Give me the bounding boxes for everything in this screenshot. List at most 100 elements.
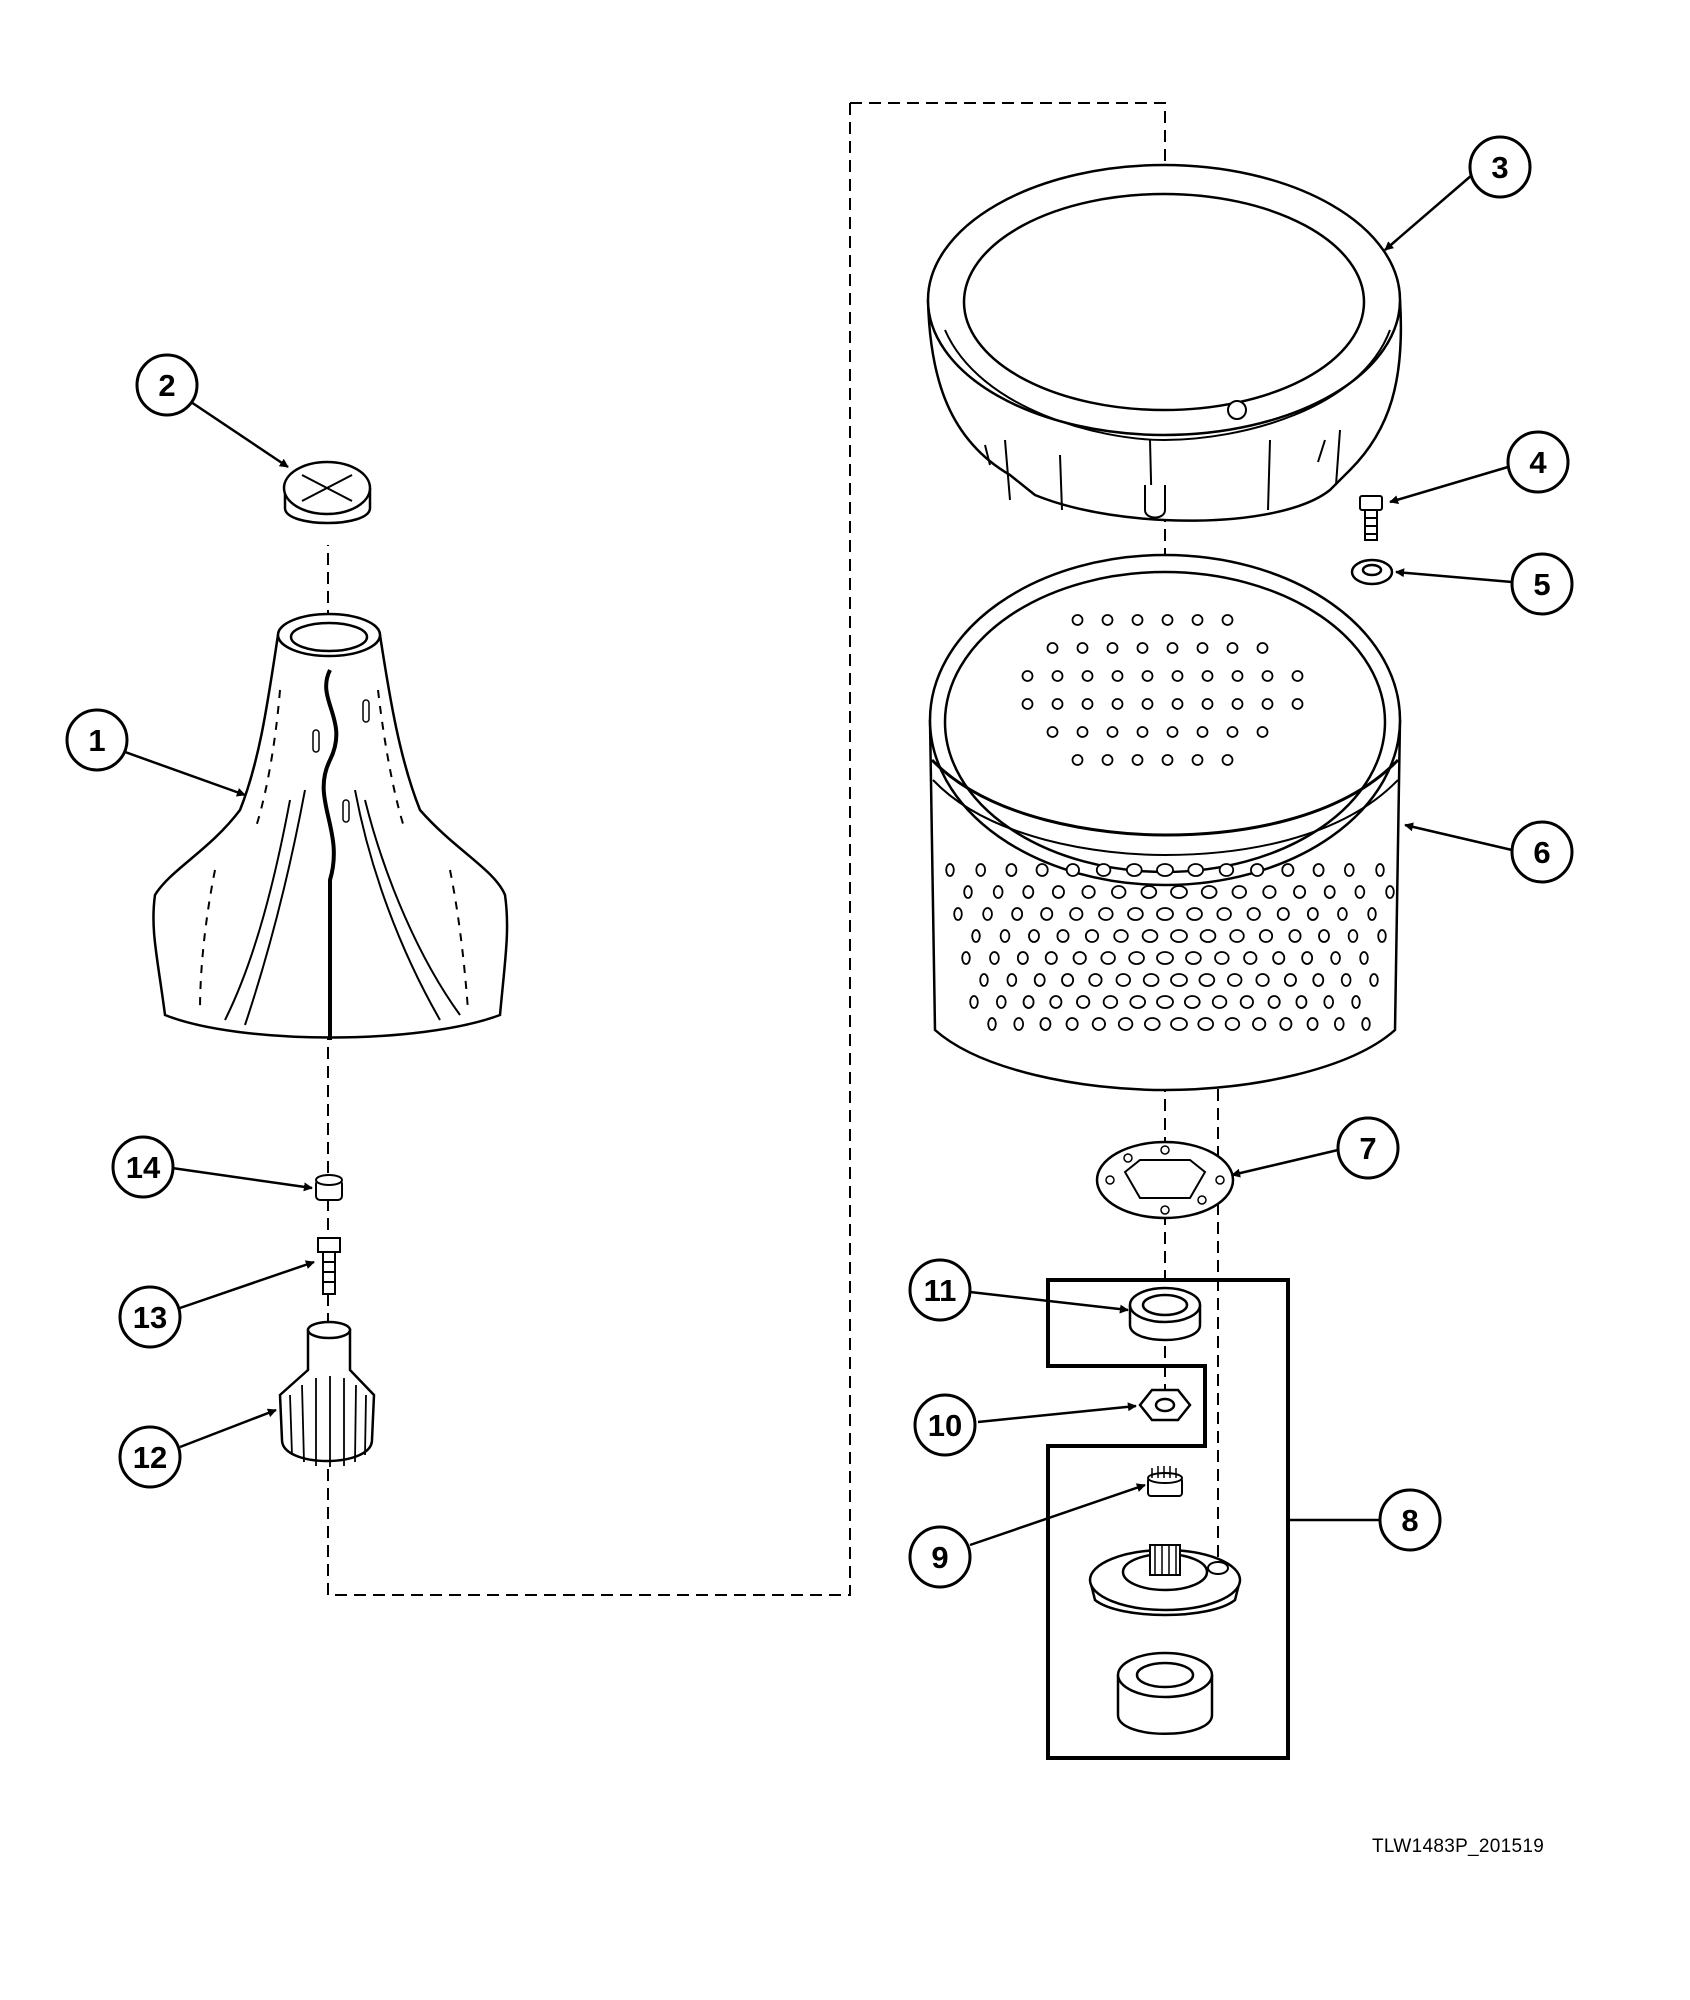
perforation-hole bbox=[1100, 951, 1116, 965]
perforation-hole bbox=[1021, 698, 1034, 710]
perforation-hole bbox=[1076, 726, 1089, 738]
perforation-hole bbox=[1256, 642, 1269, 654]
perforation-hole bbox=[1218, 863, 1235, 877]
perforation-hole bbox=[1065, 863, 1080, 877]
perforation-hole bbox=[1115, 973, 1131, 987]
perforation-hole bbox=[1046, 642, 1059, 654]
agitator-part bbox=[152, 612, 509, 1040]
perforation-hole bbox=[1081, 885, 1096, 899]
perforation-hole bbox=[1246, 907, 1261, 921]
perforation-hole bbox=[1161, 754, 1174, 766]
callout-13[interactable]: 13 bbox=[118, 1285, 182, 1349]
perforation-hole bbox=[945, 863, 955, 877]
callout-5[interactable]: 5 bbox=[1510, 552, 1574, 616]
perforation-hole bbox=[1156, 995, 1174, 1009]
callout-10[interactable]: 10 bbox=[913, 1393, 977, 1457]
callout-14[interactable]: 14 bbox=[111, 1135, 175, 1199]
kit-outline bbox=[1046, 1278, 1290, 1760]
perforation-hole bbox=[1200, 885, 1218, 899]
bolt-part-4 bbox=[1359, 495, 1383, 541]
callout-3[interactable]: 3 bbox=[1468, 135, 1532, 199]
seal-part bbox=[1128, 1286, 1202, 1342]
perforation-hole bbox=[1125, 863, 1143, 877]
hex-nut-part bbox=[1138, 1388, 1192, 1422]
callout-2[interactable]: 2 bbox=[135, 353, 199, 417]
perforation-hole bbox=[1291, 670, 1304, 682]
perforation-hole bbox=[1276, 907, 1290, 921]
gasket-part bbox=[1095, 1140, 1235, 1220]
perforation-hole bbox=[1098, 907, 1114, 921]
svg-text:5: 5 bbox=[1533, 567, 1550, 602]
perforation-hole bbox=[1312, 863, 1325, 877]
perforation-hole bbox=[1231, 885, 1247, 899]
perforation-hole bbox=[1128, 951, 1145, 965]
perforation-hole bbox=[1255, 973, 1270, 987]
perforation-hole bbox=[1141, 929, 1159, 943]
svg-text:11: 11 bbox=[924, 1273, 957, 1308]
perforation-hole bbox=[1354, 885, 1366, 899]
perforation-hole bbox=[1166, 726, 1179, 738]
perforation-hole bbox=[1156, 951, 1174, 965]
callout-12[interactable]: 12 bbox=[118, 1425, 182, 1489]
perforation-hole bbox=[1293, 885, 1307, 899]
perforation-hole bbox=[1081, 698, 1094, 710]
perforation-hole bbox=[1229, 929, 1245, 943]
perforation-hole bbox=[1039, 1017, 1052, 1031]
perforation-hole bbox=[1330, 951, 1341, 965]
perforation-hole bbox=[995, 995, 1007, 1009]
agitator-cap-part bbox=[282, 460, 372, 525]
perforation-hole bbox=[1221, 754, 1234, 766]
perforation-hole bbox=[1185, 951, 1202, 965]
perforation-hole bbox=[992, 885, 1004, 899]
perforation-hole bbox=[975, 863, 987, 877]
perforation-hole bbox=[1351, 995, 1361, 1009]
callout-11[interactable]: 11 bbox=[908, 1258, 972, 1322]
perforation-hole bbox=[1306, 1017, 1319, 1031]
perforation-hole bbox=[953, 907, 963, 921]
perforation-hole bbox=[1140, 885, 1158, 899]
perforation-hole bbox=[999, 929, 1011, 943]
perforation-hole bbox=[1143, 1017, 1161, 1031]
perforation-hole bbox=[969, 995, 979, 1009]
leader-lines bbox=[124, 174, 1513, 1547]
perforation-hole bbox=[1161, 614, 1174, 626]
svg-text:10: 10 bbox=[928, 1408, 962, 1443]
perforation-hole bbox=[1051, 885, 1065, 899]
perforation-hole bbox=[1261, 698, 1274, 710]
perforation-hole bbox=[1197, 1017, 1215, 1031]
callouts: 1 2 3 4 5 6 7 8 9 10 11 12 13 14 bbox=[65, 135, 1574, 1589]
perforation-hole bbox=[1111, 698, 1124, 710]
perforation-hole bbox=[1136, 726, 1149, 738]
perforation-hole bbox=[1113, 929, 1129, 943]
lower-bearing-part bbox=[1116, 1651, 1214, 1735]
callout-6[interactable]: 6 bbox=[1510, 820, 1574, 884]
bolt-part-13 bbox=[317, 1237, 341, 1295]
perforation-hole bbox=[1156, 863, 1174, 877]
callout-7[interactable]: 7 bbox=[1336, 1116, 1400, 1180]
perforation-hole bbox=[1071, 614, 1084, 626]
perforation-hole bbox=[1279, 1017, 1293, 1031]
perforation-hole bbox=[1171, 698, 1184, 710]
perforation-hole bbox=[1272, 951, 1286, 965]
perforation-hole bbox=[1141, 670, 1154, 682]
callout-4[interactable]: 4 bbox=[1506, 430, 1570, 494]
perforation-hole bbox=[1111, 670, 1124, 682]
hub-part bbox=[1088, 1544, 1242, 1617]
callout-9[interactable]: 9 bbox=[908, 1525, 972, 1589]
perforation-hole bbox=[1196, 726, 1209, 738]
perforation-hole bbox=[1117, 1017, 1134, 1031]
callout-1[interactable]: 1 bbox=[65, 708, 129, 772]
perforation-hole bbox=[1214, 951, 1230, 965]
perforation-hole bbox=[1256, 726, 1269, 738]
perforation-hole bbox=[1101, 614, 1114, 626]
callout-8[interactable]: 8 bbox=[1378, 1488, 1442, 1552]
perforation-hole bbox=[1201, 670, 1214, 682]
perforation-hole bbox=[982, 907, 993, 921]
perforation-hole bbox=[1040, 907, 1054, 921]
perforation-hole bbox=[1006, 973, 1018, 987]
perforation-hole bbox=[1013, 1017, 1025, 1031]
perforation-hole bbox=[1243, 951, 1258, 965]
perforation-hole bbox=[1061, 973, 1075, 987]
